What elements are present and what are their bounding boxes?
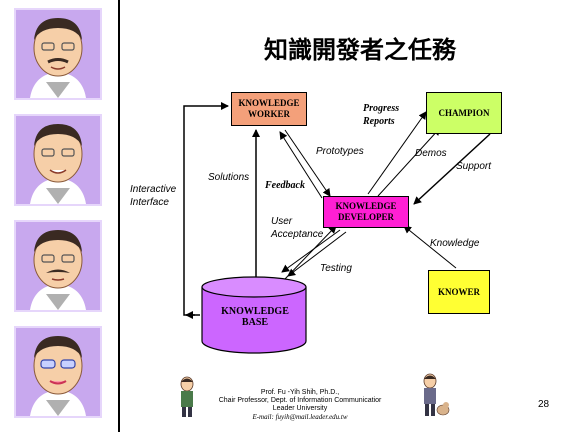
portrait-sidebar: [0, 0, 117, 432]
footer-credits: Prof. Fu -Yih Shih, Ph.D., Chair Profess…: [200, 389, 400, 421]
node-knowledge-worker: KNOWLEDGE WORKER: [231, 92, 307, 126]
label-prototypes: Prototypes: [316, 146, 364, 157]
label-testing: Testing: [320, 263, 352, 274]
footer-position: Chair Professor, Dept. of Information Co…: [218, 397, 382, 404]
node-knowledge-worker-label: KNOWLEDGE WORKER: [238, 98, 300, 119]
label-user-acceptance: User Acceptance: [271, 216, 324, 240]
label-progress-reports: Progress Reports: [363, 103, 400, 127]
portrait-1: [14, 8, 102, 100]
node-knowledge-developer-label: KNOWLEDGE DEVELOPER: [335, 201, 397, 222]
label-support: Support: [456, 161, 492, 172]
node-knower: KNOWER: [428, 270, 490, 314]
cartoon-face-icon: [30, 336, 86, 416]
arrow-prototypes: [284, 129, 331, 197]
arrow-testing: [281, 229, 341, 273]
label-interactive-interface: Interactive Interface: [130, 184, 177, 208]
portrait-2: [14, 114, 102, 206]
label-knowledge: Knowledge: [430, 238, 480, 249]
slide-title: 知識開發者之任務: [264, 36, 456, 64]
node-champion: CHAMPION: [426, 92, 502, 134]
node-knowledge-base-label: KNOWLEDGE BASE: [221, 306, 289, 328]
label-feedback: Feedback: [265, 180, 305, 191]
page-number: 28: [538, 399, 550, 410]
arrow-support: [413, 133, 491, 205]
label-demos: Demos: [415, 148, 447, 159]
professor-figure-icon: [180, 376, 194, 417]
arrow-progress-reports: [367, 111, 427, 195]
node-champion-label: CHAMPION: [438, 107, 490, 118]
footer-university: Leader University: [272, 405, 328, 412]
professor-with-dog-icon: [423, 373, 450, 416]
label-solutions: Solutions: [208, 172, 250, 183]
footer-name: Prof. Fu -Yih Shih, Ph.D.,: [260, 389, 340, 396]
arrow-knowledge: [403, 225, 457, 269]
cartoon-face-icon: [30, 18, 86, 98]
arrow-demos: [377, 127, 441, 197]
knowledge-base-cylinder: [201, 276, 307, 354]
arrow-feedback: [279, 131, 323, 199]
cartoon-face-icon: [30, 230, 86, 310]
portrait-4: [14, 326, 102, 418]
footer-email: E-mail: fuyih@mail.leader.edu.tw: [252, 413, 348, 421]
arrow-testing-2: [287, 231, 347, 277]
cartoon-face-icon: [30, 124, 86, 204]
portrait-3: [14, 220, 102, 312]
node-knowledge-base: KNOWLEDGE BASE: [205, 300, 305, 334]
sidebar-divider: [118, 0, 120, 432]
node-knower-label: KNOWER: [437, 286, 480, 297]
node-knowledge-developer: KNOWLEDGE DEVELOPER: [323, 196, 409, 228]
